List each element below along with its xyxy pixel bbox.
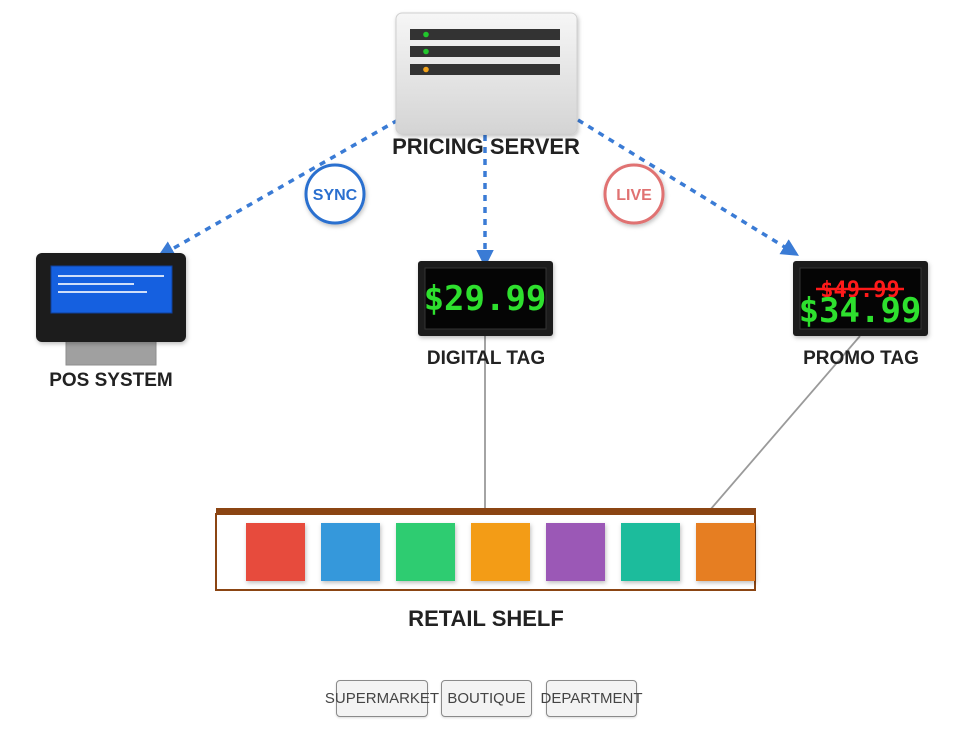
pos-system-label: POS SYSTEM — [49, 370, 173, 391]
promo-tag-label: PROMO TAG — [803, 348, 919, 369]
live-badge-circle — [603, 163, 665, 225]
shelf-products — [246, 523, 755, 581]
server-led — [423, 66, 429, 73]
live-badge: LIVE — [603, 163, 665, 225]
shelf-product — [321, 523, 380, 581]
shelf-product — [546, 523, 605, 581]
retail-shelf-label: RETAIL SHELF — [408, 606, 564, 631]
shelf-product — [696, 523, 755, 581]
server-led — [423, 31, 429, 38]
digital-tag-price: $29.99 — [424, 279, 547, 319]
pricing-server[interactable] — [395, 12, 578, 135]
boutique-button[interactable]: BOUTIQUE — [441, 680, 532, 717]
supermarket-button[interactable]: SUPERMARKET — [325, 680, 439, 717]
live-badge-label: LIVE — [616, 187, 652, 204]
server-bay — [410, 29, 560, 40]
department-button[interactable]: DEPARTMENT — [541, 680, 642, 717]
hanger-promo-tag — [709, 335, 861, 511]
pos-terminal[interactable] — [36, 253, 186, 366]
sync-badge: SYNC — [304, 163, 366, 225]
pos-stand — [65, 339, 157, 366]
shelf-top-board — [216, 508, 756, 516]
promo-tag-screen — [799, 267, 922, 330]
connectors — [156, 118, 799, 268]
shelf-product — [621, 523, 680, 581]
server-led — [423, 48, 429, 55]
digital-tag[interactable]: $29.99 — [418, 261, 553, 336]
pricing-server-label: PRICING SERVER — [392, 134, 580, 159]
pos-screen — [50, 265, 173, 314]
shelf-product — [471, 523, 530, 581]
digital-tag-label: DIGITAL TAG — [426, 348, 546, 369]
shelf-product — [396, 523, 455, 581]
promo-tag[interactable]: $49.99 $34.99 — [793, 261, 928, 336]
promo-tag-price: $34.99 — [799, 291, 922, 331]
shelf-hangers — [484, 335, 861, 511]
retail-shelf — [215, 508, 756, 591]
sync-badge-circle — [304, 163, 366, 225]
promo-tag-old-price: $49.99 — [820, 278, 899, 303]
sync-badge-label: SYNC — [313, 187, 358, 204]
server-bay — [410, 46, 560, 57]
connector-server-to-pos — [156, 118, 399, 258]
digital-tag-screen — [424, 267, 547, 330]
shelf-product — [246, 523, 305, 581]
server-bay — [410, 64, 560, 75]
